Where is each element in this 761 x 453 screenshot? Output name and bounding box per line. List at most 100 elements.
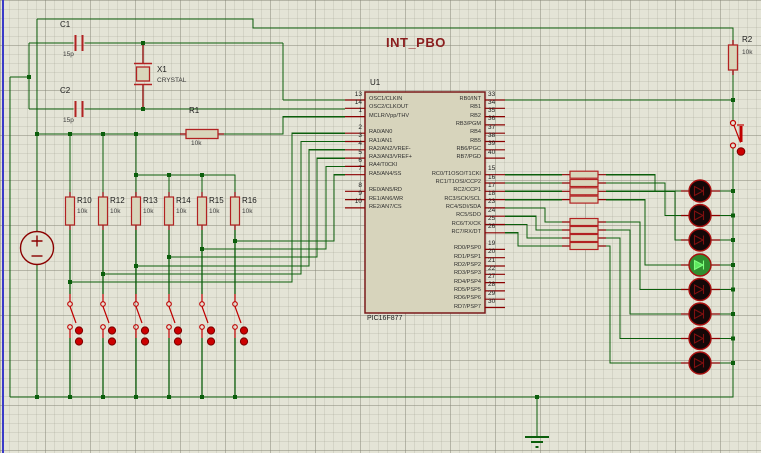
capacitor-c2-symbol[interactable] <box>74 101 84 117</box>
resistor-r15-symbol[interactable] <box>196 196 208 226</box>
led-3-body[interactable] <box>688 228 712 252</box>
switch-terminal <box>232 301 238 307</box>
switch-actuator-dot[interactable] <box>173 337 183 346</box>
resistor-r1-symbol[interactable] <box>180 128 224 140</box>
resistor-r10-symbol[interactable] <box>64 196 76 226</box>
led-2-body[interactable] <box>688 203 712 228</box>
resistor-r12-symbol[interactable] <box>97 196 109 226</box>
switch-terminal <box>100 324 106 330</box>
resistor-r2-value[interactable]: 10k <box>742 49 753 56</box>
switch-actuator-dot[interactable] <box>239 326 249 335</box>
led-8-body[interactable] <box>688 351 712 375</box>
resistor-r16-value[interactable]: 10k <box>242 208 253 215</box>
led-series-resistor-symbol[interactable] <box>569 178 599 188</box>
resistor-r16-symbol[interactable] <box>229 196 241 226</box>
switch-actuator-dot[interactable] <box>206 337 216 346</box>
led-1-symbol <box>693 185 705 197</box>
resistor-r15-ref[interactable]: R15 <box>209 196 224 205</box>
pin-name-9: RE1/AN6/WR <box>369 195 404 202</box>
switch-actuator-dot[interactable] <box>107 326 117 335</box>
capacitor-c1-symbol[interactable] <box>74 35 84 51</box>
switch-lever[interactable] <box>102 306 110 324</box>
led-series-resistor-symbol[interactable] <box>569 170 599 179</box>
led-series-resistor-symbol[interactable] <box>569 233 599 243</box>
pin-name-16: RC1/T1OSI/CCP2 <box>435 179 481 185</box>
resistor-r2-symbol[interactable] <box>727 40 739 75</box>
wire-junction-dot <box>134 264 138 268</box>
resistor-r10-value[interactable]: 10k <box>77 208 88 215</box>
led-1-body[interactable] <box>688 179 712 203</box>
pin-number-24: 24 <box>488 206 496 214</box>
wire-junction-dot <box>167 255 171 259</box>
wire-nets[interactable] <box>9 18 734 437</box>
wire-junction-dot <box>731 189 735 193</box>
ground-symbol[interactable] <box>525 436 549 448</box>
switch-actuator-dot[interactable] <box>107 337 117 346</box>
crystal-value[interactable]: CRYSTAL <box>157 77 187 84</box>
led-series-resistor-symbol[interactable] <box>569 225 599 235</box>
resistor-r10-ref[interactable]: R10 <box>77 196 92 205</box>
wire-junction-dot <box>68 280 72 284</box>
switch-lever[interactable] <box>234 306 242 324</box>
resistor-r12-value[interactable]: 10k <box>110 208 121 215</box>
pin-number-23: 23 <box>488 198 496 206</box>
resistor-r14-ref[interactable]: R14 <box>176 196 191 205</box>
pin-number-37: 37 <box>488 123 496 131</box>
switch-actuator-dot[interactable] <box>74 337 84 346</box>
switch-lever[interactable] <box>201 306 209 324</box>
pin-number-1: 1 <box>358 107 362 115</box>
led-series-resistor-symbol[interactable] <box>569 195 599 204</box>
wire-junction-dot <box>233 239 237 243</box>
wire-junction-dot <box>68 395 72 399</box>
resistor-r13-value[interactable]: 10k <box>143 208 154 215</box>
crystal-symbol[interactable] <box>134 43 152 109</box>
wire-junction-dot <box>134 395 138 399</box>
schematic-title[interactable]: INT_PBO <box>386 35 446 50</box>
switch-terminal <box>166 324 172 330</box>
switch-lever[interactable] <box>135 306 143 324</box>
pin-name-26: RC7/RX/DT <box>451 228 481 235</box>
switch-lever[interactable] <box>168 306 176 324</box>
resistor-r2-ref[interactable]: R2 <box>742 35 753 44</box>
push-button-symbol[interactable] <box>729 119 746 156</box>
pin-name-2: RA0/AN0 <box>369 129 393 136</box>
crystal-ref[interactable]: X1 <box>157 65 167 74</box>
resistor-r13-symbol[interactable] <box>130 196 142 226</box>
resistor-r16-ref[interactable]: R16 <box>242 196 257 205</box>
switch-actuator-dot[interactable] <box>140 326 150 335</box>
resistor-r1-value[interactable]: 10k <box>191 140 202 147</box>
switch-actuator-dot[interactable] <box>206 326 216 335</box>
led-series-resistor-symbol[interactable] <box>569 187 599 196</box>
led-5-body[interactable] <box>688 277 712 302</box>
led-7-body[interactable] <box>688 326 712 351</box>
resistor-r1-ref[interactable]: R1 <box>189 106 200 115</box>
pin-name-29: RD6/PSP6 <box>453 295 481 302</box>
switch-lever[interactable] <box>69 306 77 324</box>
switch-actuator-dot[interactable] <box>140 337 150 346</box>
capacitor-c2-value[interactable]: 15p <box>63 117 74 124</box>
resistor-r14-value[interactable]: 10k <box>176 208 187 215</box>
pin-number-6: 6 <box>358 156 362 164</box>
switch-actuator-dot[interactable] <box>74 326 84 335</box>
mcu-chip-body[interactable] <box>364 91 486 314</box>
resistor-r15-value[interactable]: 10k <box>209 208 220 215</box>
led-6-body[interactable] <box>688 302 712 326</box>
resistor-r12-ref[interactable]: R12 <box>110 196 125 205</box>
pin-number-9: 9 <box>358 190 362 198</box>
led-series-resistor-symbol[interactable] <box>569 217 599 227</box>
capacitor-c1-value[interactable]: 15p <box>63 51 74 58</box>
capacitor-c1-ref[interactable]: C1 <box>60 20 71 29</box>
pin-number-17: 17 <box>488 181 496 189</box>
resistor-r14-symbol[interactable] <box>163 196 175 226</box>
switch-actuator-dot[interactable] <box>173 326 183 335</box>
pin-name-25: RC6/TX/CK <box>451 220 481 227</box>
dc-source-symbol[interactable] <box>19 230 55 266</box>
switch-actuator-dot[interactable] <box>239 337 249 346</box>
led-series-resistor-symbol[interactable] <box>569 241 599 251</box>
capacitor-c2-ref[interactable]: C2 <box>60 86 71 95</box>
mcu-ref[interactable]: U1 <box>370 78 381 87</box>
wire-junction-dot <box>35 395 39 399</box>
mcu-part-number[interactable]: PIC16F877 <box>367 315 403 322</box>
resistor-r13-ref[interactable]: R13 <box>143 196 158 205</box>
